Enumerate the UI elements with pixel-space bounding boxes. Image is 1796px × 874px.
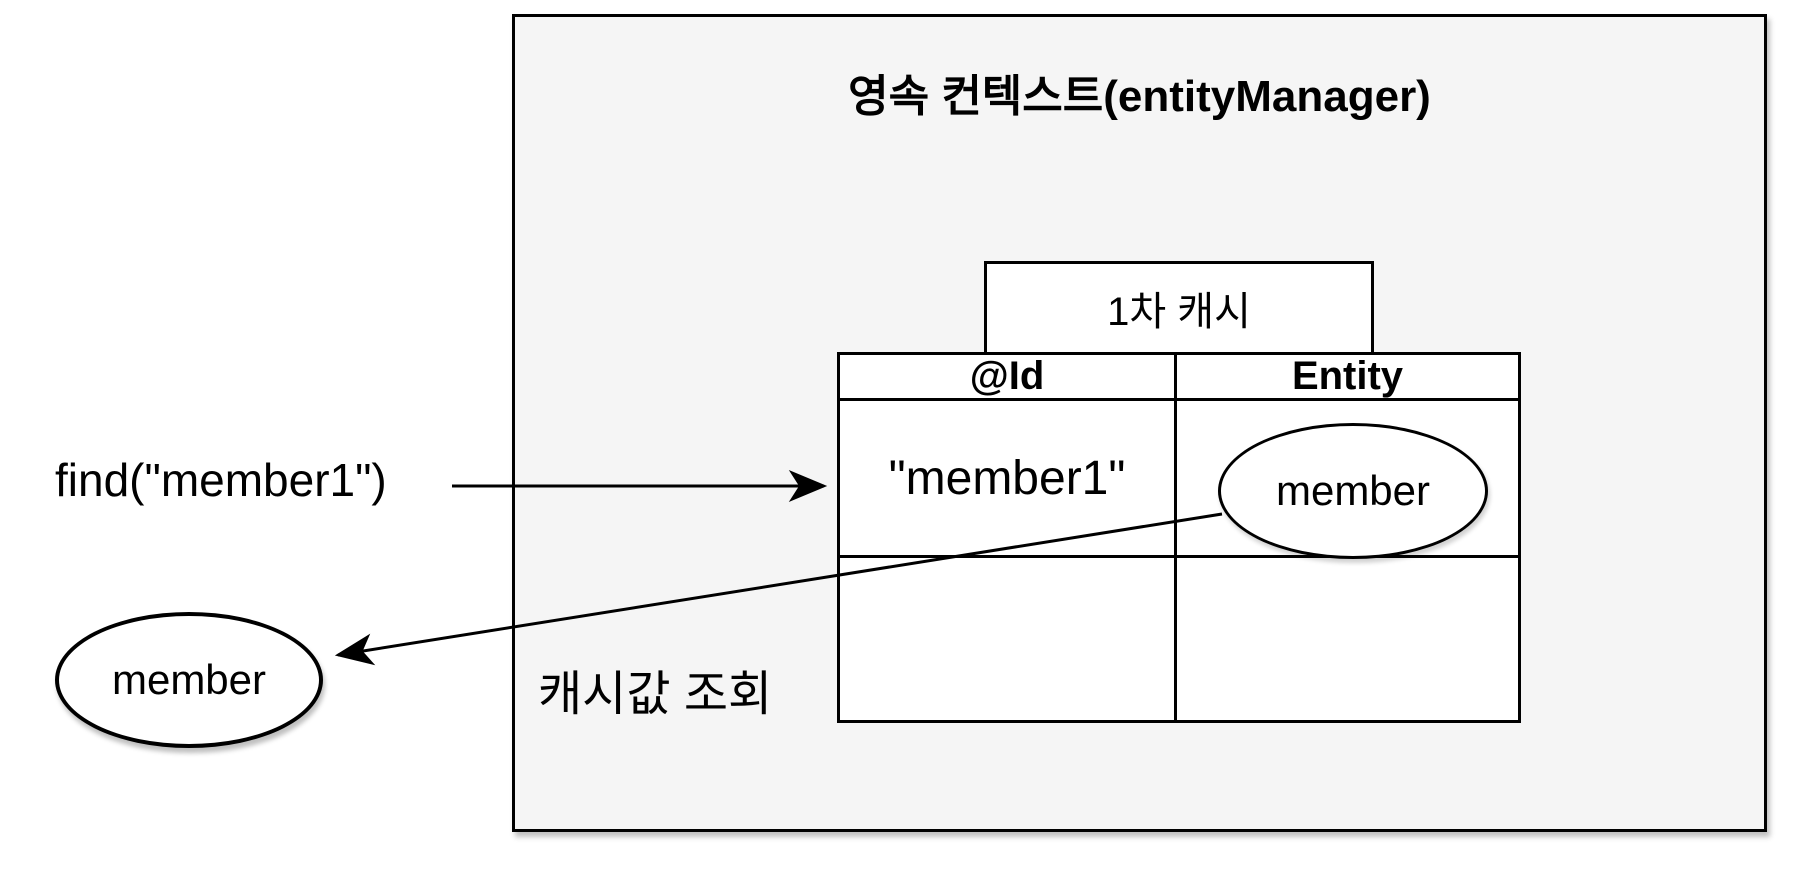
first-level-cache-box: 1차 캐시: [984, 261, 1374, 355]
first-level-cache-label: 1차 캐시: [1107, 290, 1251, 334]
returned-member-label: member: [111, 656, 267, 703]
table-cell-id-empty: [840, 558, 1177, 720]
table-header-id: @Id: [840, 354, 1177, 401]
find-call-label: find("member1"): [55, 454, 387, 506]
cache-lookup-label: 캐시값 조회: [538, 668, 773, 721]
member-entity-label: member: [1275, 467, 1431, 514]
member-entity-ellipse: member: [1218, 423, 1488, 559]
persistence-context-title: 영속 컨텍스트(entityManager): [848, 72, 1431, 121]
table-cell-entity-empty: [1177, 558, 1518, 720]
returned-member-ellipse: member: [55, 612, 323, 748]
table-header-entity: Entity: [1177, 354, 1518, 401]
table-cell-id-member1: "member1": [840, 401, 1177, 558]
